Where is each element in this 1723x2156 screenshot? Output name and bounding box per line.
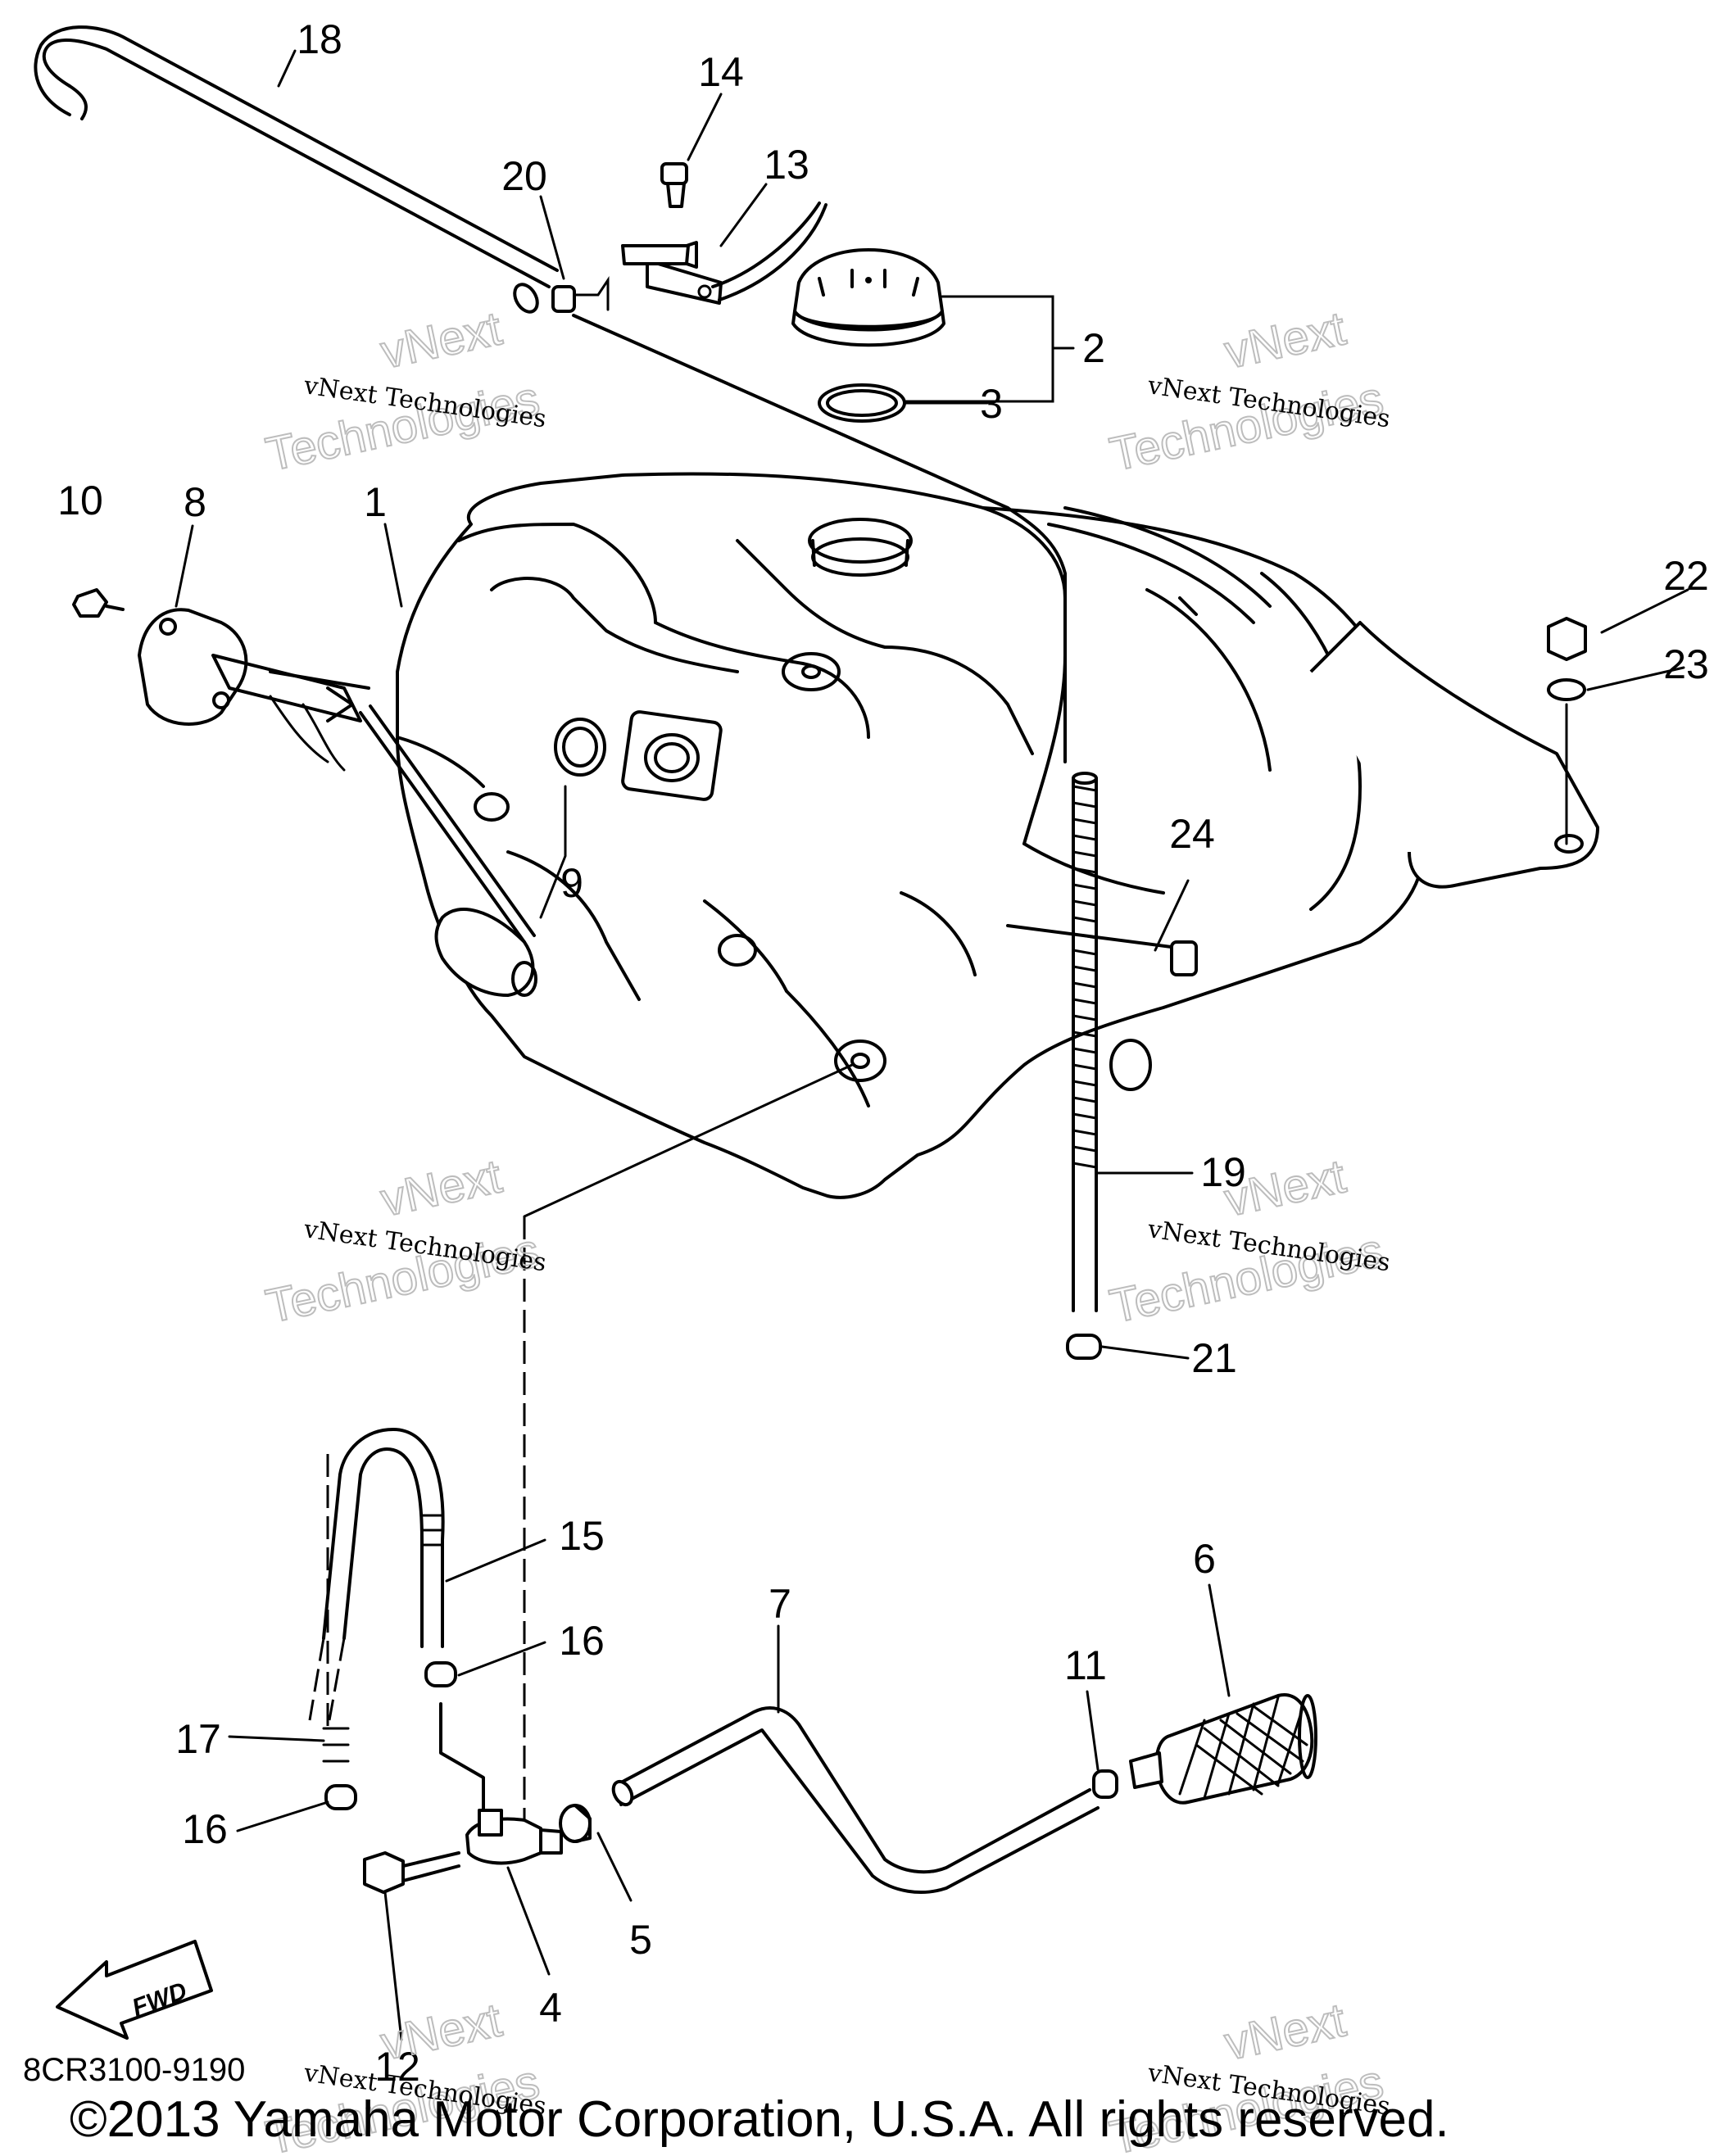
callout-labels: 1 2 3 4 5 6 7 8 9 10 11 12 13 14 15 16 1…	[57, 16, 1709, 2090]
callout-9: 9	[560, 860, 583, 906]
fuel-sender-unit	[138, 608, 537, 997]
fuel-cap	[791, 248, 945, 347]
callout-4: 4	[539, 1985, 562, 2031]
callout-20: 20	[501, 153, 547, 199]
nut-22	[1547, 617, 1587, 661]
callout-19: 19	[1200, 1149, 1246, 1195]
breather-joint	[621, 202, 827, 305]
callout-13: 13	[764, 142, 809, 188]
watermark-vnext: vNext	[376, 301, 506, 378]
hose-15-17	[308, 1428, 485, 1828]
clip-11	[1092, 1769, 1118, 1799]
watermark-top-left: vNext Technologies vNext Technologies	[261, 301, 548, 482]
screw-14	[660, 162, 688, 208]
callout-2: 2	[1082, 325, 1105, 371]
callout-8: 8	[184, 479, 206, 525]
washer-23	[1547, 678, 1586, 701]
bolt-10	[72, 588, 125, 618]
bolt-12	[363, 1851, 460, 1894]
copyright: ©2013 Yamaha Motor Corporation, U.S.A. A…	[70, 2091, 1449, 2148]
vent-hose	[34, 25, 559, 314]
callout-15: 15	[559, 1513, 605, 1559]
callout-22: 22	[1663, 553, 1709, 599]
callout-10: 10	[57, 478, 103, 523]
fuel-tank	[396, 472, 1599, 1199]
leader-lines	[175, 49, 1689, 2041]
callout-18: 18	[297, 16, 342, 62]
callout-21: 21	[1191, 1335, 1237, 1381]
callout-3: 3	[980, 381, 1003, 427]
callout-16-upper: 16	[559, 1618, 605, 1664]
watermark-top-right: vNext Technologies vNext Technologies	[1104, 301, 1392, 482]
hose-clip-21	[1066, 1334, 1102, 1360]
callout-14: 14	[698, 49, 744, 95]
callout-1: 1	[364, 479, 387, 525]
watermark-vnext: vNext	[376, 1149, 506, 1226]
fwd-arrow-icon: FWD	[56, 1940, 213, 2040]
hose-clip	[551, 276, 610, 313]
callout-11: 11	[1064, 1642, 1107, 1688]
cap-5	[559, 1804, 592, 1843]
callout-6: 6	[1193, 1536, 1216, 1582]
callout-16-lower: 16	[182, 1806, 228, 1852]
tank-band-24	[1006, 924, 1198, 976]
callout-24: 24	[1169, 811, 1215, 857]
callout-7: 7	[769, 1581, 791, 1627]
watermark-vnext: vNext	[1220, 1993, 1350, 2070]
watermark-mid-right: vNext Technologies vNext Technologies	[1104, 1148, 1392, 1334]
callout-23: 23	[1663, 641, 1709, 687]
callout-5: 5	[629, 1917, 652, 1963]
fuel-filter	[1129, 1693, 1317, 1805]
watermark-vnext: vNext	[1220, 301, 1350, 378]
diagram-code: 8CR3100-9190	[23, 2052, 245, 2088]
fuel-cock	[465, 1809, 563, 1865]
sender-gasket	[554, 718, 606, 777]
watermark-mid-left: vNext Technologies vNext Technologies	[261, 1148, 548, 1334]
callout-17: 17	[175, 1716, 221, 1762]
callout-12: 12	[374, 2044, 420, 2090]
watermark-vnext: vNext	[376, 1993, 506, 2070]
drain-hose	[1072, 772, 1098, 1312]
fuel-hose-7	[611, 1706, 1100, 1894]
cap-gasket	[818, 383, 906, 423]
